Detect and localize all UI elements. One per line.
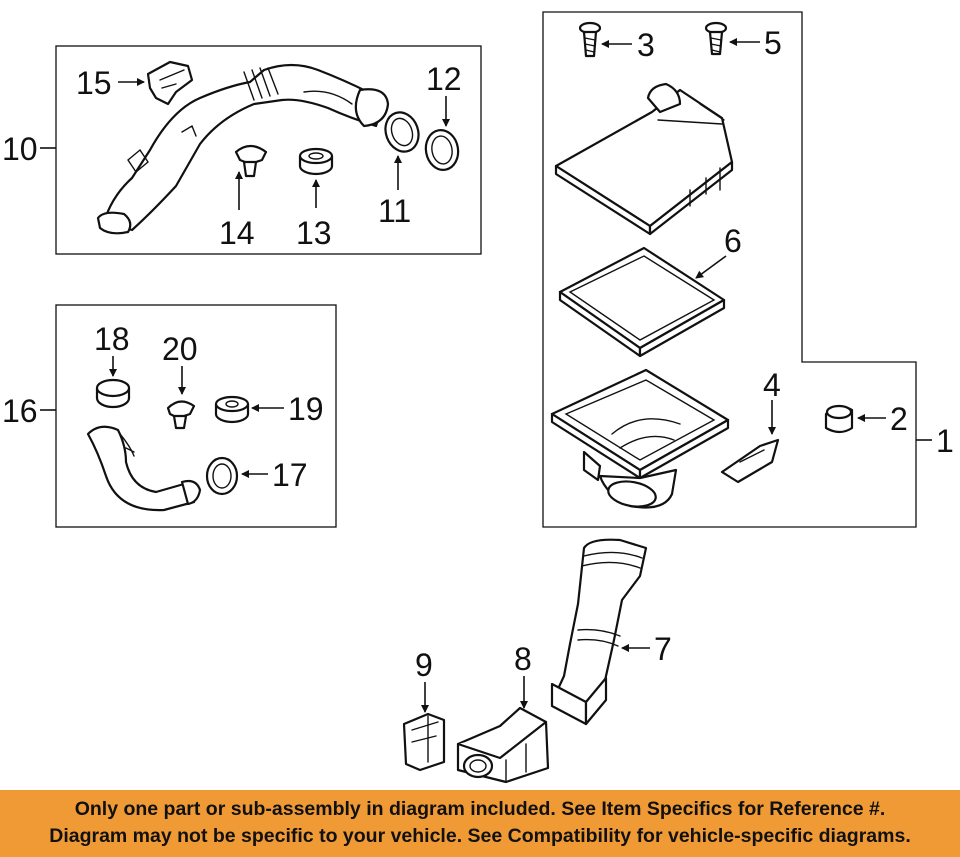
callout-20: 20: [162, 331, 198, 367]
parts-diagram: 1 2 3 4 5 6 7 8 9 10 11 12 13 14 15 16 1…: [2, 11, 954, 784]
part-6-air-filter: [558, 246, 726, 358]
part-2-grommet: [824, 404, 854, 434]
part-1-air-cleaner-cover: [554, 82, 734, 236]
callout-6: 6: [724, 223, 742, 259]
part-8-air-intake: [456, 706, 550, 784]
callout-15: 15: [76, 65, 112, 101]
part-9-air-guide: [402, 712, 446, 772]
part-4-bracket: [720, 438, 780, 484]
callout-8: 8: [514, 641, 532, 677]
group-box-16: [40, 304, 337, 528]
group-box-10: [40, 45, 482, 255]
callout-3: 3: [637, 27, 655, 63]
part-20-push-pin: [166, 400, 196, 430]
part-10-intake-tube: [96, 63, 390, 235]
callout-9: 9: [415, 647, 433, 683]
part-11-clamp: [384, 111, 420, 153]
disclaimer-line-1: Only one part or sub-assembly in diagram…: [74, 798, 886, 820]
callout-18: 18: [94, 321, 130, 357]
part-17-clamp: [205, 456, 239, 496]
callout-11: 11: [378, 193, 411, 229]
part-18-clamp: [95, 378, 131, 409]
callout-10: 10: [2, 131, 38, 167]
callout-4: 4: [763, 367, 781, 403]
part-14-push-pin: [234, 144, 268, 178]
callout-14: 14: [219, 215, 255, 251]
part-12-clamp: [424, 129, 460, 171]
part-19-grommet: [214, 395, 250, 424]
part-5-bolt: [704, 21, 728, 56]
leader-6: [695, 255, 727, 279]
part-3-bolt: [578, 21, 602, 58]
callout-7: 7: [654, 631, 672, 667]
part-13-grommet: [298, 147, 334, 176]
disclaimer-banner: Only one part or sub-assembly in diagram…: [0, 790, 960, 857]
group-box-1: [542, 11, 932, 528]
callout-2: 2: [890, 401, 908, 437]
callout-12: 12: [426, 61, 462, 97]
part-1-air-cleaner-housing: [550, 368, 730, 509]
part-16-hose: [86, 425, 202, 512]
part-15-airflow-sensor: [146, 60, 194, 106]
callout-16: 16: [2, 393, 38, 429]
callout-1: 1: [936, 423, 954, 459]
callout-19: 19: [288, 391, 324, 427]
part-7-inlet-duct: [550, 538, 648, 726]
callout-5: 5: [764, 25, 782, 61]
callout-17: 17: [272, 457, 308, 493]
callout-13: 13: [296, 215, 332, 251]
disclaimer-line-2: Diagram may not be specific to your vehi…: [49, 825, 911, 847]
